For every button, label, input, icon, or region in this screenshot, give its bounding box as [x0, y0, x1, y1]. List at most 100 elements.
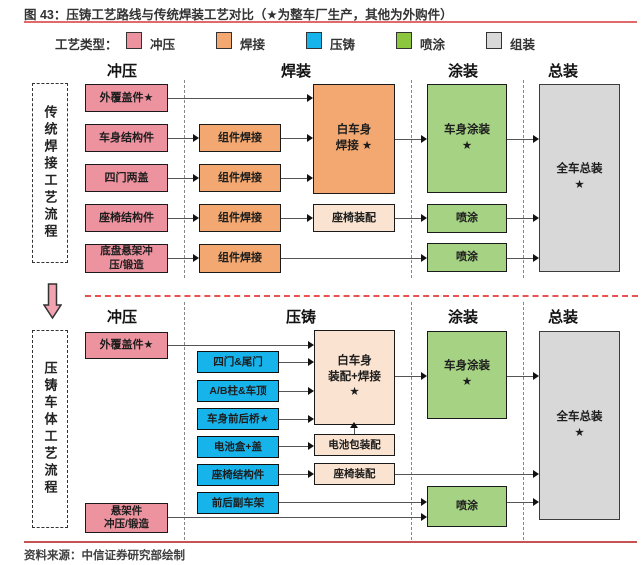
flow-line — [395, 139, 422, 140]
arrowhead-icon — [308, 470, 314, 478]
legend-swatch-assembly — [486, 32, 502, 49]
legend-swatch-paint — [396, 32, 412, 49]
node-body-painting-lower: 车身涂装 ★ — [427, 331, 507, 419]
lower-header-assembly: 总装 — [547, 309, 579, 326]
arrowhead-icon — [421, 135, 427, 143]
lower-header-diecast: 压铸 — [285, 309, 317, 326]
flow-line — [507, 376, 534, 377]
lower-column-divider-2 — [411, 302, 412, 540]
flow-line — [281, 138, 308, 139]
flow-line — [281, 178, 308, 179]
flow-line — [168, 138, 194, 139]
flow-line — [168, 258, 194, 259]
lower-column-divider-3 — [523, 302, 524, 540]
arrowhead-icon — [421, 372, 427, 380]
flow-line — [395, 474, 534, 475]
node-component-welding-3: 组件焊接 — [199, 204, 281, 232]
flow-line — [281, 218, 308, 219]
legend-item-assembly: 组装 — [510, 38, 536, 52]
lower-header-stamping: 冲压 — [106, 309, 138, 326]
arrowhead-icon — [533, 135, 539, 143]
flow-line — [395, 376, 422, 377]
node-body-structure: 车身结构件 — [85, 124, 168, 152]
upper-header-assembly: 总装 — [547, 63, 579, 80]
source-note: 资料来源：中信证券研究部绘制 — [24, 550, 185, 562]
flow-line — [168, 178, 194, 179]
flow-line — [279, 362, 309, 363]
legend-swatch-welding — [216, 32, 232, 49]
lower-header-painting: 涂装 — [447, 309, 479, 326]
upper-header-stamping: 冲压 — [106, 63, 138, 80]
flow-line — [354, 428, 355, 434]
flow-line — [168, 218, 194, 219]
node-seat-structure: 座椅结构件 — [85, 204, 168, 232]
node-final-assembly-lower: 全车总装 ★ — [539, 331, 620, 520]
node-battery-pack-assembly: 电池包装配 — [314, 434, 395, 456]
node-component-welding-2: 组件焊接 — [199, 164, 281, 192]
arrowhead-icon — [533, 470, 539, 478]
arrowhead-up-icon — [350, 422, 358, 428]
arrowhead-icon — [421, 498, 427, 506]
node-outer-cover-panels-lower: 外覆盖件★ — [85, 332, 168, 359]
flow-line — [507, 502, 534, 503]
arrowhead-icon — [193, 174, 199, 182]
node-spray-lower: 喷涂 — [427, 486, 507, 527]
node-component-welding-1: 组件焊接 — [199, 124, 281, 152]
node-body-painting-upper: 车身涂装 ★ — [427, 84, 507, 193]
lower-flow-label: 压铸车体工艺流程 — [42, 361, 58, 497]
legend-item-stamping: 冲压 — [150, 38, 176, 52]
node-subframes: 前后副车架 — [197, 492, 279, 514]
footer-rule — [24, 541, 637, 543]
upper-flow-label: 传统焊接工艺流程 — [42, 105, 58, 241]
figure-title: 图 43：压铸工艺路线与传统焊装工艺对比（★为整车厂生产，其他为外购件） — [24, 8, 453, 22]
node-doors-tailgate: 四门&尾门 — [197, 351, 279, 373]
upper-header-welding: 焊装 — [280, 63, 312, 80]
title-underline — [24, 21, 637, 23]
arrowhead-icon — [421, 254, 427, 262]
flow-line — [168, 345, 309, 346]
flow-line — [279, 419, 309, 420]
flow-line — [395, 218, 422, 219]
legend-swatch-diecast — [306, 32, 322, 49]
arrowhead-icon — [307, 134, 313, 142]
node-chassis-suspension-stamping: 底盘悬架冲 压/锻造 — [85, 244, 168, 273]
section-divider-line — [85, 295, 638, 297]
flow-line — [279, 446, 309, 447]
upper-column-divider-2 — [411, 80, 412, 278]
arrowhead-icon — [308, 358, 314, 366]
arrowhead-icon — [421, 214, 427, 222]
node-four-doors-two-lids: 四门两盖 — [85, 164, 168, 192]
legend-item-welding: 焊接 — [240, 38, 266, 52]
arrowhead-icon — [193, 214, 199, 222]
node-seat-assembly-upper: 座椅装配 — [313, 204, 395, 232]
lower-column-divider-1 — [184, 302, 185, 540]
flow-line — [168, 517, 422, 518]
node-biw-assembly-welding: 白车身 装配+焊接 ★ — [314, 330, 395, 425]
node-outer-cover-panels: 外覆盖件★ — [85, 84, 168, 112]
upper-column-divider-1 — [184, 80, 185, 278]
arrowhead-icon — [533, 214, 539, 222]
upper-header-painting: 涂装 — [447, 63, 479, 80]
flow-line — [281, 258, 422, 259]
arrowhead-icon — [421, 513, 427, 521]
arrowhead-icon — [533, 254, 539, 262]
arrowhead-icon — [533, 372, 539, 380]
flow-line — [168, 98, 308, 99]
legend-label: 工艺类型： — [55, 38, 118, 52]
node-battery-box-cover: 电池盒+盖 — [197, 436, 279, 458]
node-front-rear-underbody: 车身前后桥★ — [197, 408, 279, 430]
node-spray-2: 喷涂 — [427, 243, 507, 272]
node-ab-pillar-roof: A/B柱&车顶 — [197, 380, 279, 402]
flow-line — [507, 218, 534, 219]
arrowhead-icon — [308, 415, 314, 423]
arrowhead-icon — [308, 442, 314, 450]
node-suspension-forging: 悬架件 冲压/锻造 — [85, 503, 168, 533]
arrowhead-icon — [193, 254, 199, 262]
flow-line — [279, 502, 422, 503]
node-spray-1: 喷涂 — [427, 204, 507, 233]
legend-swatch-stamping — [126, 32, 142, 49]
node-seat-assembly-lower: 座椅装配 — [314, 463, 395, 485]
node-component-welding-4: 组件焊接 — [199, 244, 281, 273]
arrowhead-icon — [307, 214, 313, 222]
